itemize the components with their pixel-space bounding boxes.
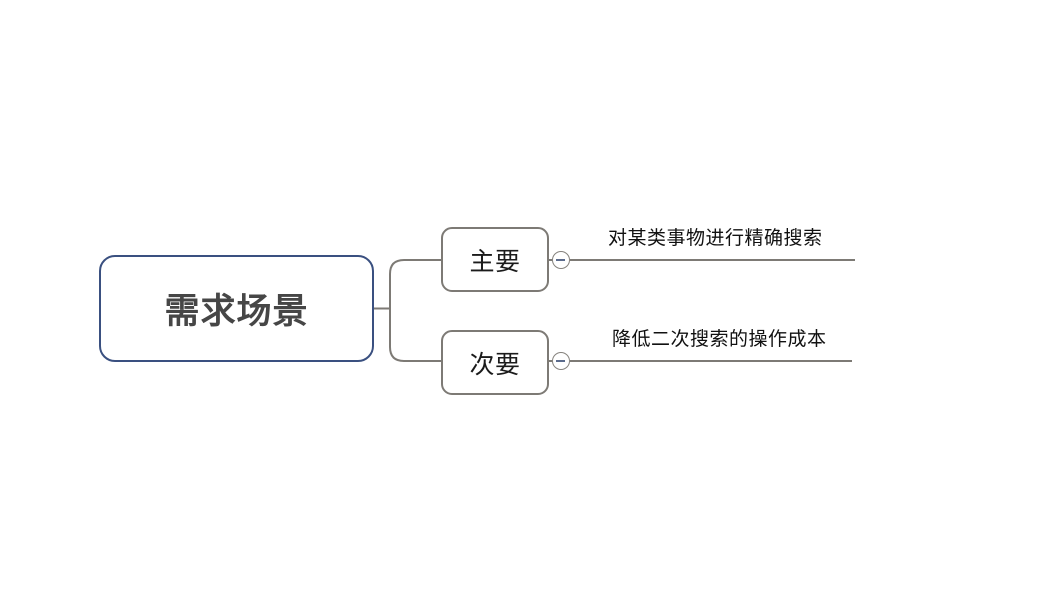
leaf-node-secondary-label: 降低二次搜索的操作成本 [612, 328, 827, 350]
branch-node-primary[interactable]: 主要 [441, 227, 549, 292]
minus-circle-icon[interactable] [552, 352, 570, 370]
branch-node-secondary-label: 次要 [469, 349, 521, 379]
connector-root-to-primary [389, 259, 441, 309]
leaf-node-primary[interactable]: 对某类事物进行精确搜索 [606, 228, 823, 251]
connector-root-to-secondary [389, 308, 441, 362]
minus-circle-icon[interactable] [552, 251, 570, 269]
branch-node-secondary[interactable]: 次要 [441, 330, 549, 395]
branch-node-primary-label: 主要 [469, 246, 521, 276]
root-node-label: 需求场景 [164, 292, 309, 332]
leaf-node-secondary[interactable]: 降低二次搜索的操作成本 [610, 329, 827, 352]
root-node[interactable]: 需求场景 [99, 255, 374, 362]
leaf-node-primary-label: 对某类事物进行精确搜索 [608, 227, 823, 249]
